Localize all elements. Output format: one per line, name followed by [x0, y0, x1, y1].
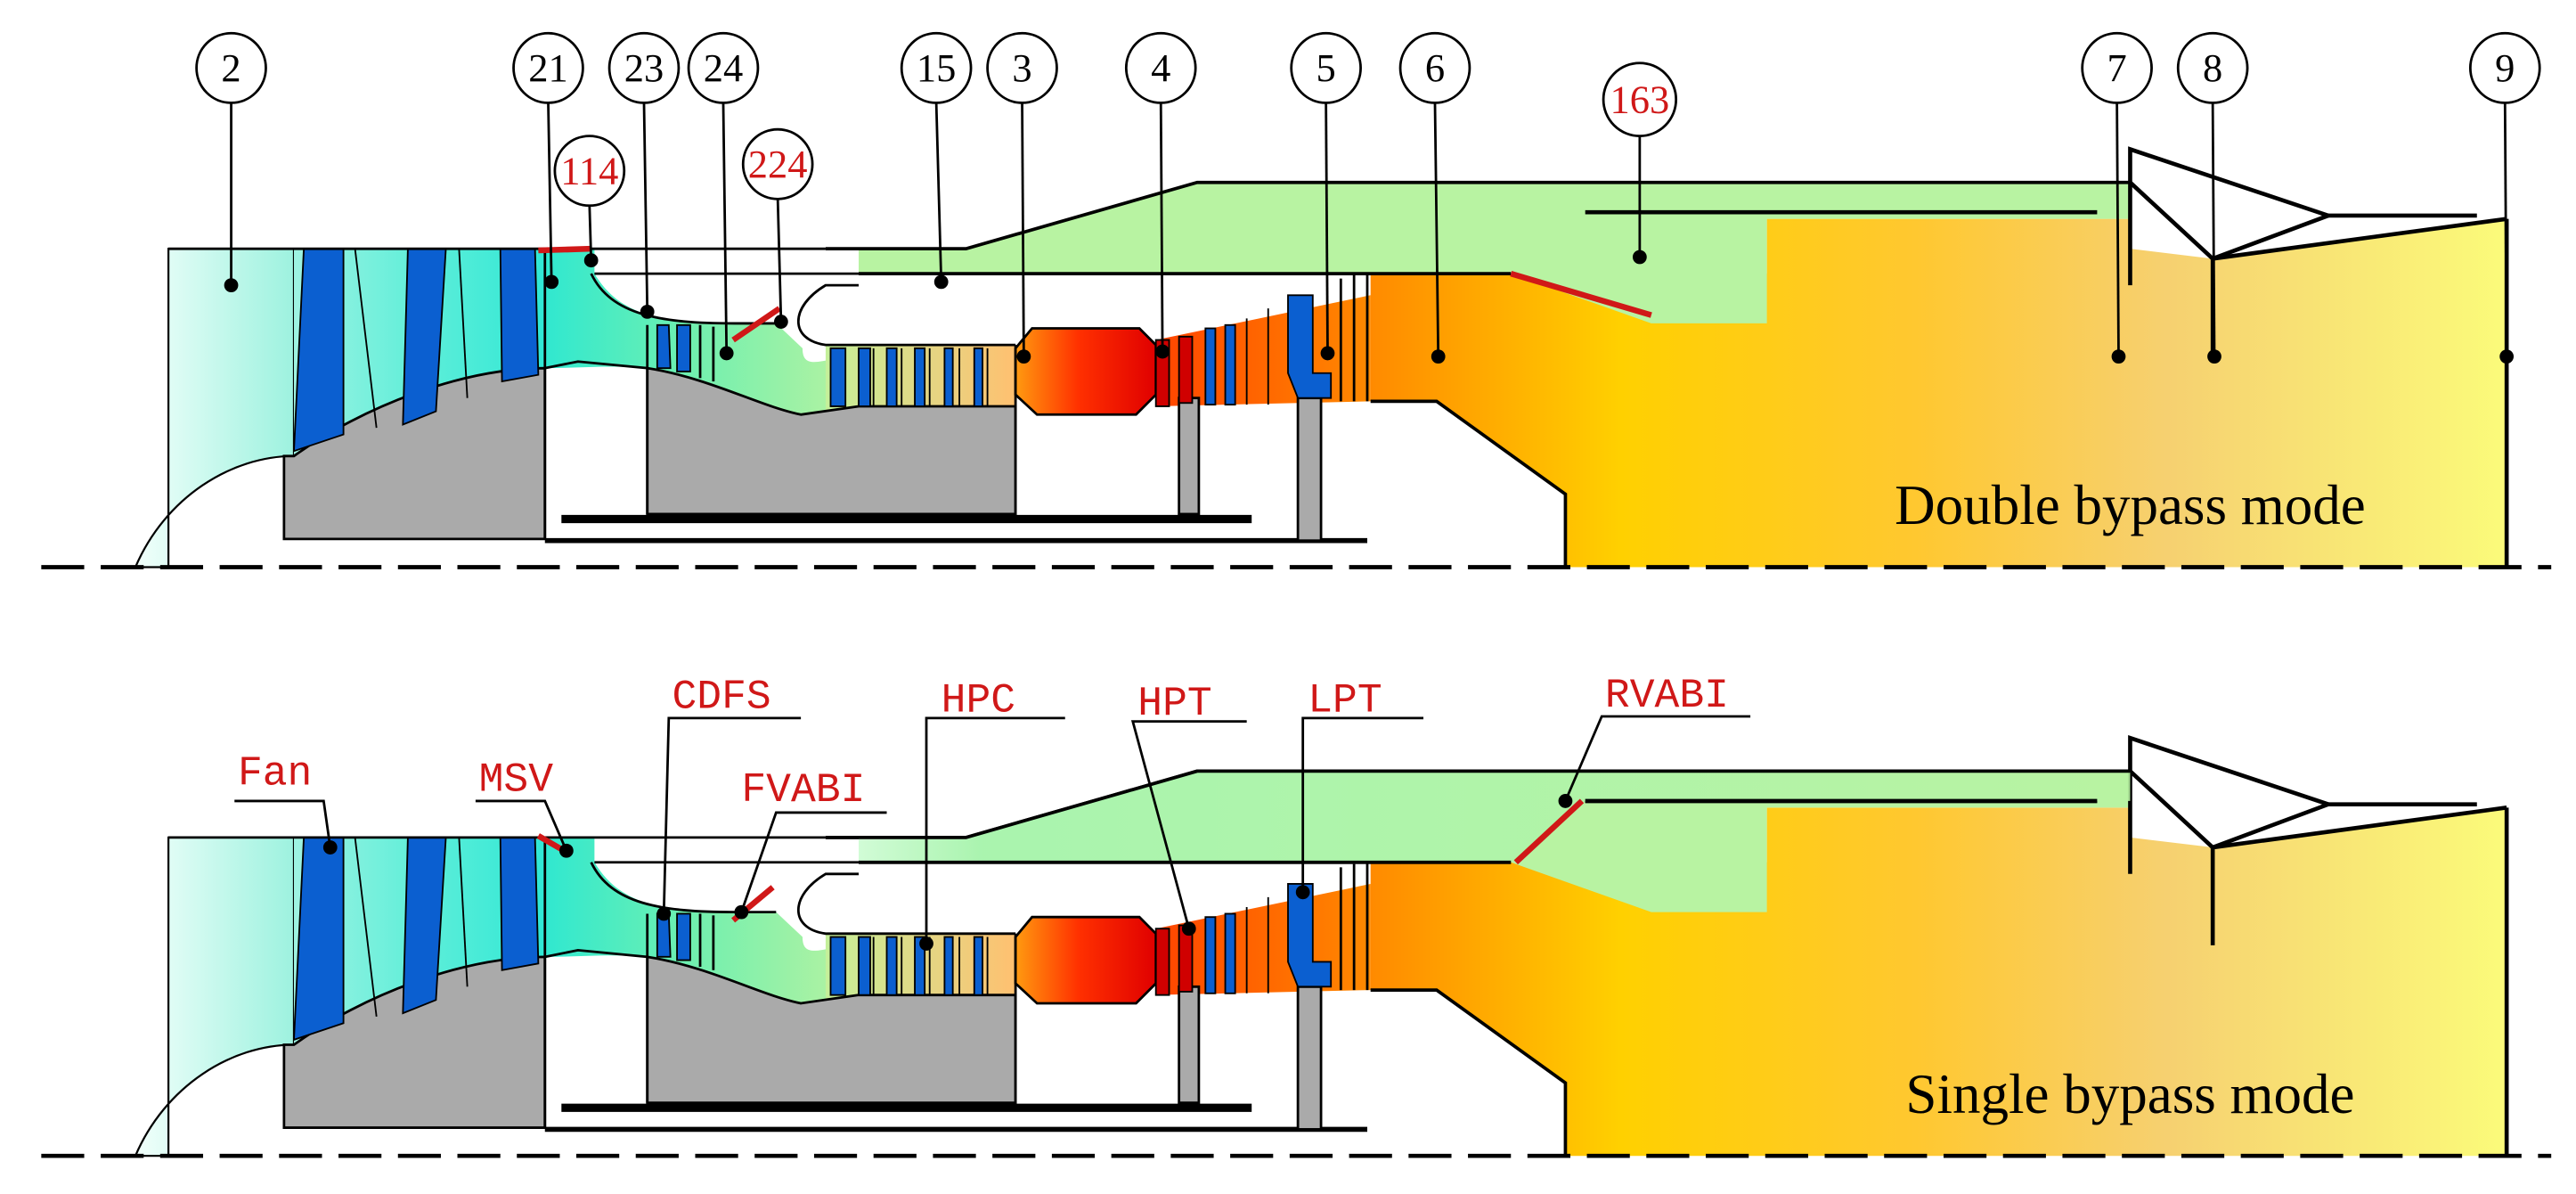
station-5-label: 5 — [1317, 45, 1336, 90]
station-circle-8 — [2176, 31, 2249, 104]
station-2-label: 2 — [221, 45, 240, 90]
panel-double-bypass: 2 21 23 24 15 3 4 5 6 7 8 9 114 224 163 … — [41, 31, 2551, 567]
station-circle-23 — [607, 31, 681, 104]
component-label-fvabi: FVABI — [741, 766, 865, 814]
panel-single-bypass: Fan MSV CDFS FVABI HPC HPT LPT RVABI Sin… — [41, 672, 2551, 1156]
component-label-hpc: HPC — [942, 676, 1015, 724]
station-circle-24 — [687, 31, 760, 104]
station-circle-6 — [1398, 31, 1471, 104]
fvabi-valve — [731, 306, 781, 343]
component-label-fan: Fan — [238, 749, 312, 797]
station-circle-163 — [1602, 61, 1678, 138]
component-label-msv: MSV — [479, 756, 554, 804]
station-circle-9 — [2468, 31, 2541, 104]
station-4-label: 4 — [1151, 45, 1170, 90]
station-7-label: 7 — [2107, 45, 2127, 90]
station-circle-114 — [553, 135, 626, 208]
station-114-label: 114 — [560, 149, 618, 193]
station-24-label: 24 — [704, 45, 743, 90]
station-163-label: 163 — [1610, 77, 1670, 121]
component-label-hpt: HPT — [1137, 680, 1211, 727]
rvabi-valve-open — [1513, 798, 1585, 865]
station-21-label: 21 — [528, 45, 567, 90]
station-circle-4 — [1124, 31, 1197, 104]
mode-title-double: Double bypass mode — [1895, 474, 2366, 536]
mode-title-single: Single bypass mode — [1905, 1063, 2354, 1125]
station-3-label: 3 — [1012, 45, 1031, 90]
station-circle-224 — [741, 127, 814, 200]
component-label-lpt: LPT — [1308, 676, 1382, 724]
station-circle-7 — [2081, 31, 2153, 104]
station-15-label: 15 — [917, 45, 956, 90]
station-circle-15 — [900, 31, 973, 104]
component-label-cdfs: CDFS — [673, 674, 771, 721]
station-circle-3 — [986, 31, 1058, 104]
msv-valve — [538, 245, 591, 254]
station-224-label: 224 — [748, 142, 808, 186]
station-23-label: 23 — [624, 45, 664, 90]
station-8-label: 8 — [2203, 45, 2222, 90]
station-circle-5 — [1290, 31, 1362, 104]
station-circle-21 — [512, 31, 584, 104]
station-9-label: 9 — [2495, 45, 2515, 90]
station-circle-2 — [195, 31, 267, 104]
station-6-label: 6 — [1425, 45, 1445, 90]
rvabi-valve — [1510, 270, 1652, 318]
component-label-rvabi: RVABI — [1605, 672, 1729, 719]
